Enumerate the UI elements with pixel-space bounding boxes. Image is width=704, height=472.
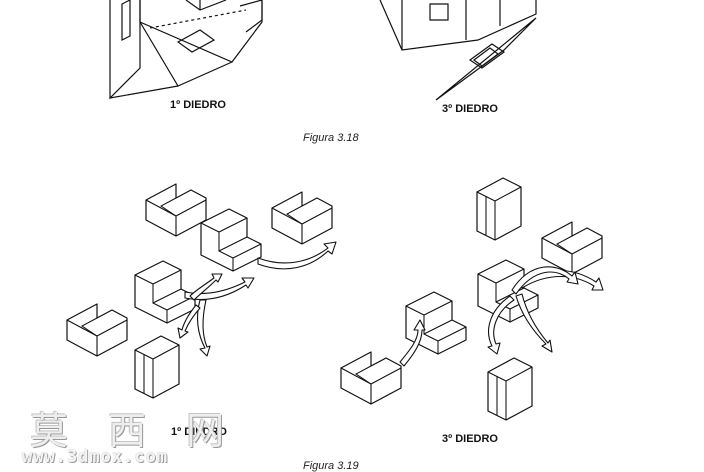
figure-318-caption: Figura 3.18: [303, 132, 359, 144]
figure-318-right-label: 3º DIEDRO: [442, 103, 498, 115]
figure-319-right-group: [340, 177, 604, 421]
watermark-chinese: 莫 西 网: [30, 409, 239, 453]
figure-319-left-group: [66, 183, 337, 399]
figure-319-right-label: 3º DIEDRO: [442, 433, 498, 445]
figure-318-right-planes: [379, 0, 537, 101]
figure-319-left-label: 1º DIEDRO: [171, 426, 227, 438]
figure-319-caption: Figura 3.19: [303, 460, 359, 472]
figure-318-left-label: 1º DIEDRO: [170, 99, 226, 111]
watermark-url: www.3dmox.com: [22, 447, 169, 467]
figure-318-left-planes: [109, 0, 263, 100]
